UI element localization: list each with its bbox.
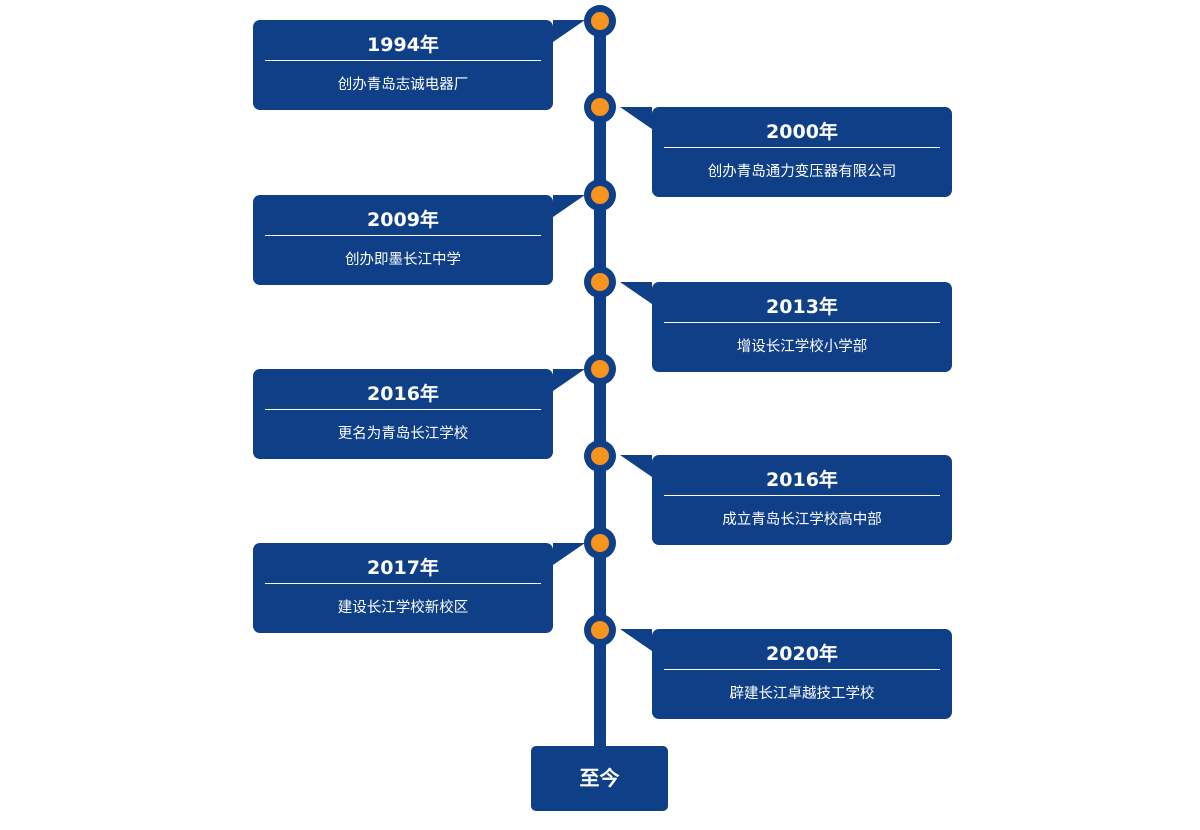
timeline-card: 1994年 创办青岛志诚电器厂 [253, 20, 553, 110]
timeline-node-dot [591, 98, 609, 116]
timeline-node-dot [591, 534, 609, 552]
timeline-node-dot [591, 273, 609, 291]
event-description: 创办即墨长江中学 [345, 252, 461, 268]
card-pointer [553, 543, 585, 565]
event-year: 2013年 [664, 282, 940, 323]
timeline-node [584, 440, 616, 472]
timeline-node [584, 614, 616, 646]
timeline-node-dot [591, 360, 609, 378]
timeline-node [584, 91, 616, 123]
timeline-node-dot [591, 12, 609, 30]
timeline-node [584, 266, 616, 298]
event-year: 2017年 [265, 543, 541, 584]
timeline-node-dot [591, 186, 609, 204]
card-pointer [553, 369, 585, 391]
event-description: 成立青岛长江学校高中部 [722, 512, 882, 528]
card-pointer [620, 282, 652, 304]
timeline-card: 2009年 创办即墨长江中学 [253, 195, 553, 285]
timeline-card: 2016年 更名为青岛长江学校 [253, 369, 553, 459]
card-pointer [553, 20, 585, 42]
timeline-end-label: 至今 [531, 746, 668, 811]
event-year: 2000年 [664, 107, 940, 148]
event-year: 2016年 [265, 369, 541, 410]
timeline-card: 2016年 成立青岛长江学校高中部 [652, 455, 952, 545]
timeline-node-dot [591, 447, 609, 465]
timeline-node [584, 527, 616, 559]
timeline-node [584, 179, 616, 211]
timeline-node-dot [591, 621, 609, 639]
timeline-node [584, 353, 616, 385]
card-pointer [553, 195, 585, 217]
card-pointer [620, 455, 652, 477]
event-year: 2016年 [664, 455, 940, 496]
event-description: 创办青岛通力变压器有限公司 [707, 164, 897, 180]
card-pointer [620, 629, 652, 651]
event-description: 更名为青岛长江学校 [337, 426, 469, 442]
event-description: 增设长江学校小学部 [736, 339, 868, 355]
timeline-card: 2017年 建设长江学校新校区 [253, 543, 553, 633]
event-description: 创办青岛志诚电器厂 [337, 77, 469, 93]
event-description: 辟建长江卓越技工学校 [729, 686, 875, 702]
timeline-node [584, 5, 616, 37]
card-pointer [620, 107, 652, 129]
timeline-card: 2020年 辟建长江卓越技工学校 [652, 629, 952, 719]
event-description: 建设长江学校新校区 [337, 600, 469, 616]
event-year: 2020年 [664, 629, 940, 670]
timeline-card: 2000年 创办青岛通力变压器有限公司 [652, 107, 952, 197]
event-year: 1994年 [265, 20, 541, 61]
timeline-card: 2013年 增设长江学校小学部 [652, 282, 952, 372]
event-year: 2009年 [265, 195, 541, 236]
